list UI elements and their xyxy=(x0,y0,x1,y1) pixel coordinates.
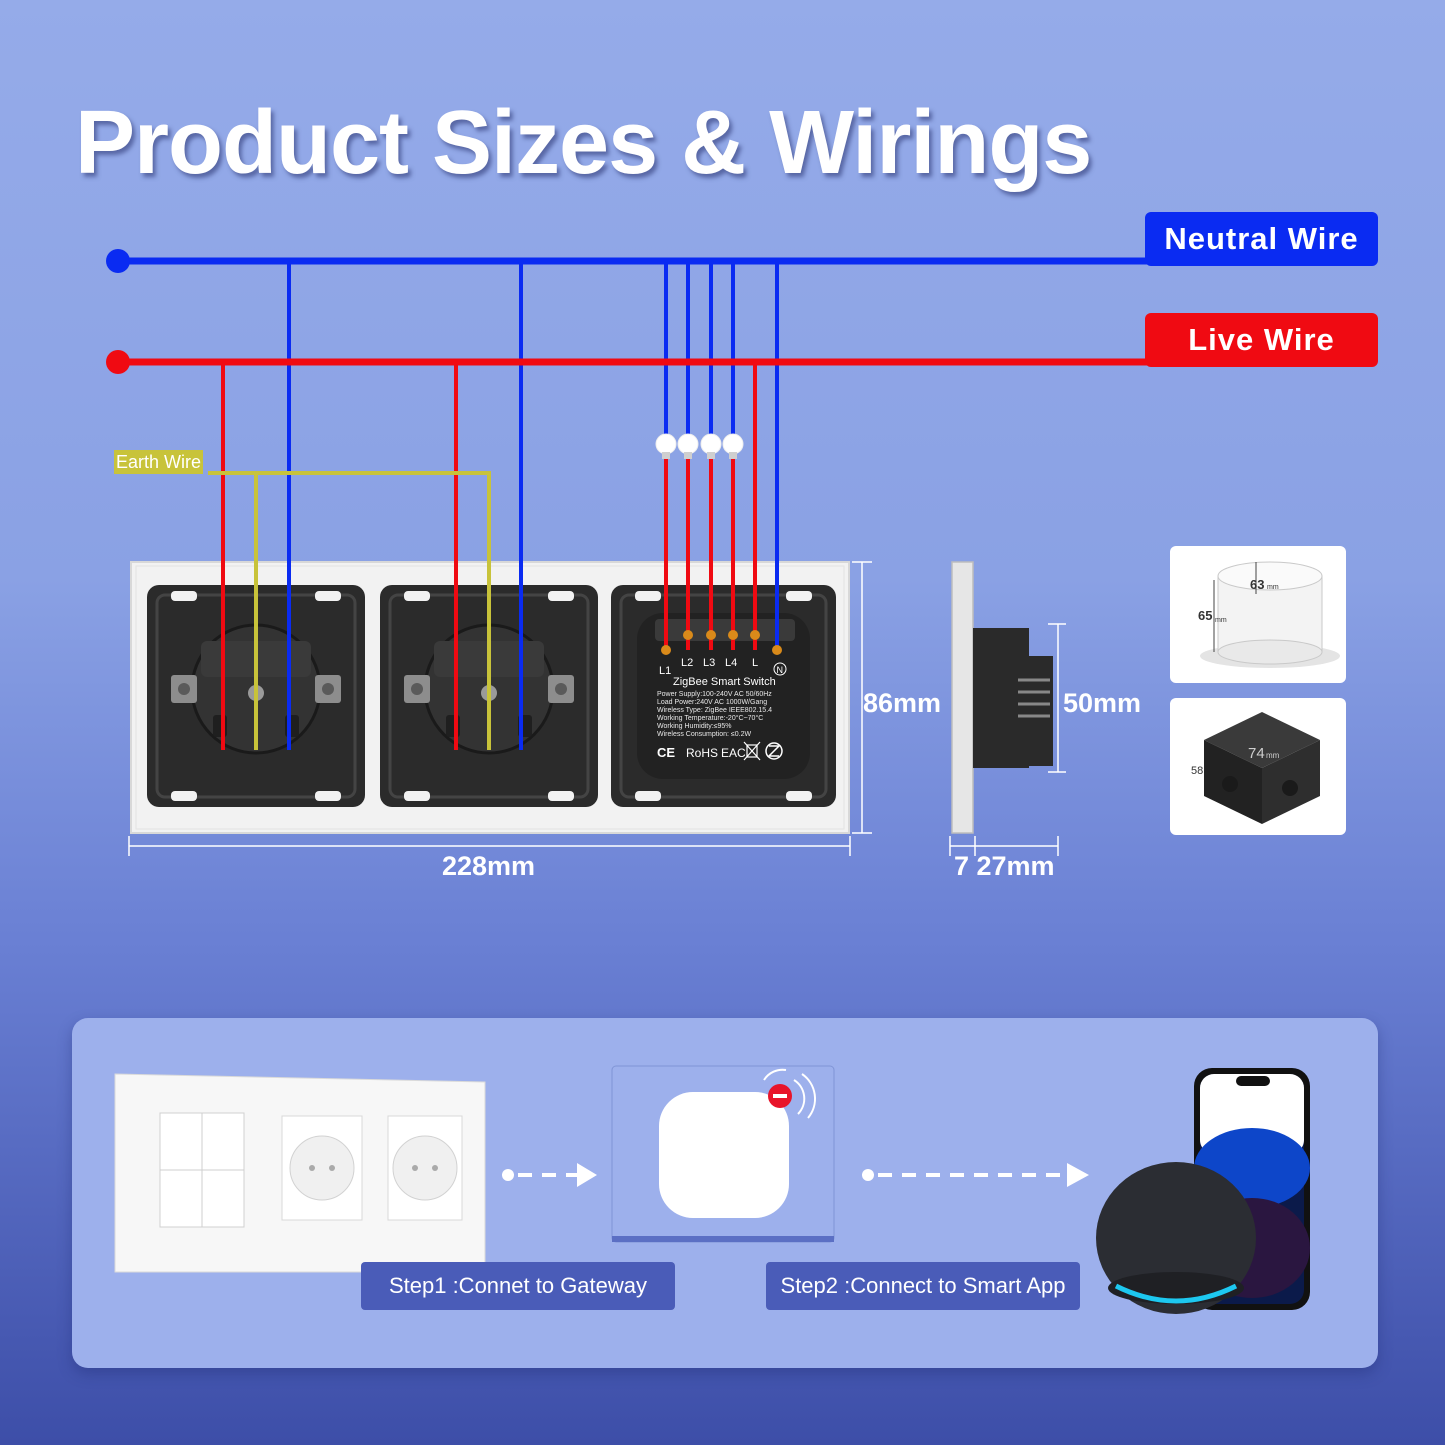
smart-speaker-image xyxy=(1096,1162,1256,1314)
light-bulb-icon-3 xyxy=(700,433,722,459)
weee-bin-icon xyxy=(743,741,761,761)
spec-line-3: Wireless Type: ZigBee IEEE802.15.4 xyxy=(657,707,772,714)
square-box-depth: 58 xyxy=(1191,765,1203,777)
zigbee-switch-module: L1 L2 L3 L4 L N ZigBee Smart Switch Powe… xyxy=(611,585,836,807)
spec-line-5: Working Humidity:≤95% xyxy=(657,723,732,730)
eac-mark: EAC xyxy=(721,746,746,760)
dimension-width: 228mm xyxy=(442,851,536,881)
connection-steps-panel: Step1 :Connet to Gateway Step2 :Connect … xyxy=(72,1018,1378,1368)
arrow-to-gateway-icon xyxy=(502,1163,597,1187)
spec-line-6: Wireless Consumption: ≤0.2W xyxy=(657,731,751,738)
zigbee-logo-icon xyxy=(765,742,783,760)
terminal-label-l2: L2 xyxy=(681,657,693,669)
live-wires xyxy=(106,350,1150,750)
round-box-width: 63 xyxy=(1250,577,1264,592)
wire-terminals xyxy=(661,630,782,655)
spec-line-1: Power Supply:100-240V AC 50/60Hz xyxy=(657,691,772,698)
terminal-label-l: L xyxy=(752,657,758,669)
switch-model-label: ZigBee Smart Switch xyxy=(673,676,776,688)
page-title: Product Sizes & Wirings xyxy=(75,93,1092,193)
neutral-wire-label: Neutral Wire xyxy=(1145,212,1378,266)
dimension-depth: 50mm xyxy=(1063,688,1142,718)
rohs-mark: RoHS xyxy=(686,746,718,760)
step1-label: Step1 :Connet to Gateway xyxy=(361,1262,675,1310)
connection-illustration xyxy=(114,1065,1310,1314)
live-wire-label: Live Wire xyxy=(1145,313,1378,367)
terminal-label-l1: L1 xyxy=(659,665,671,677)
earth-wire-label: Earth Wire xyxy=(114,450,204,474)
earth-wires xyxy=(208,471,491,750)
wall-panel-product-image xyxy=(114,1073,486,1273)
light-bulb-icon-4 xyxy=(722,433,744,459)
side-profile xyxy=(951,561,1053,834)
arrow-to-app-icon xyxy=(862,1163,1089,1187)
neutral-wires xyxy=(106,249,1150,750)
terminal-label-l3: L3 xyxy=(703,657,715,669)
round-box-image: 63 mm 65 mm xyxy=(1198,561,1340,668)
spec-line-2: Load Power:240V AC 1000W/Gang xyxy=(657,699,767,706)
square-mounting-box-card: 74 mm 58 xyxy=(1170,698,1346,835)
round-box-depth-unit: mm xyxy=(1215,617,1227,624)
square-box-width-unit: mm xyxy=(1266,751,1280,760)
square-box-image: 74 mm 58 xyxy=(1191,712,1320,824)
light-bulb-icon-2 xyxy=(677,433,699,459)
terminal-label-n: N xyxy=(777,665,784,675)
step2-label: Step2 :Connect to Smart App xyxy=(766,1262,1080,1310)
dimension-height: 86mm xyxy=(863,688,942,718)
round-box-width-unit: mm xyxy=(1267,584,1279,591)
light-bulb-icon-1 xyxy=(655,433,677,459)
square-box-width: 74 xyxy=(1248,745,1265,762)
ce-mark: CE xyxy=(657,745,675,760)
gateway-hub-image xyxy=(611,1065,835,1243)
round-box-depth: 65 xyxy=(1198,608,1212,623)
spec-line-4: Working Temperature:-20°C~70°C xyxy=(657,714,763,722)
round-mounting-box-card: 63 mm 65 mm xyxy=(1170,546,1346,683)
dimension-lines-side xyxy=(949,623,1066,856)
dimension-lines-plate xyxy=(128,561,872,856)
terminal-label-l4: L4 xyxy=(725,657,737,669)
dimension-thickness: 7 27mm xyxy=(954,851,1055,881)
